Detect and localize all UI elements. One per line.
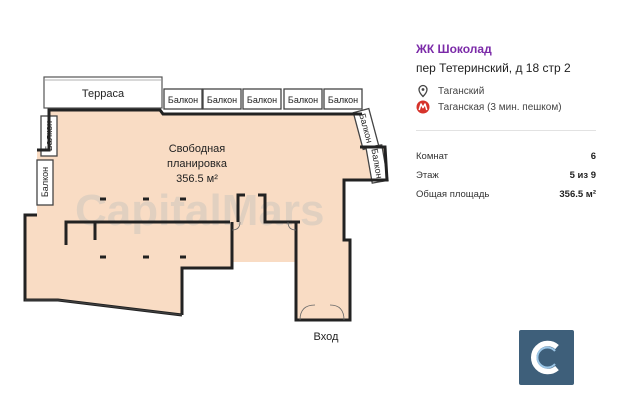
listing-address: пер Тетеринский, д 18 стр 2: [416, 61, 571, 75]
balcony-label-5: Балкон: [328, 95, 358, 105]
balcony-label-3: Балкон: [247, 95, 277, 105]
entrance-label: Вход: [314, 331, 339, 343]
listing-title[interactable]: ЖК Шоколад: [416, 42, 492, 56]
room-name-line2: планировка: [167, 158, 228, 170]
room-name-line1: Свободная: [169, 143, 226, 155]
district-name: Таганский: [438, 85, 485, 97]
top-balconies: Балкон Балкон Балкон Балкон Балкон: [163, 88, 363, 110]
location-pin-icon: [416, 84, 430, 98]
metro-station: Таганская (3 мин. пешком): [438, 101, 562, 113]
detail-rooms: Комнат 6: [416, 151, 596, 165]
terrace: [43, 76, 163, 109]
balcony-label-1: Балкон: [168, 95, 198, 105]
room-area: 356.5 м²: [176, 173, 218, 185]
floor-area: [25, 110, 385, 320]
terrace-label: Терраса: [82, 88, 125, 100]
plan-watermark: CapitalMars: [75, 186, 324, 235]
detail-area: Общая площадь 356.5 м²: [416, 189, 596, 203]
door-swings: [231, 221, 345, 321]
detail-area-value: 356.5 м²: [559, 189, 596, 200]
metro-row: Таганская (3 мин. пешком): [416, 100, 562, 114]
detail-area-key: Общая площадь: [416, 189, 490, 200]
balcony-label-2: Балкон: [207, 95, 237, 105]
detail-rooms-key: Комнат: [416, 151, 449, 162]
balcony-label-left-2: Балкон: [40, 167, 50, 197]
district-row: Таганский: [416, 84, 484, 98]
detail-floor: Этаж 5 из 9: [416, 170, 596, 184]
detail-rooms-value: 6: [590, 151, 596, 162]
info-divider: [416, 130, 596, 131]
detail-floor-value: 5 из 9: [569, 170, 596, 181]
metro-icon: [416, 100, 430, 114]
balcony-label-4: Балкон: [288, 95, 318, 105]
detail-floor-key: Этаж: [416, 170, 439, 181]
floor-plan: CapitalMars Терраса Балкон Балкон Балкон…: [23, 76, 389, 343]
interior-walls: [64, 193, 300, 262]
capital-mars-logo-icon: [519, 330, 574, 385]
